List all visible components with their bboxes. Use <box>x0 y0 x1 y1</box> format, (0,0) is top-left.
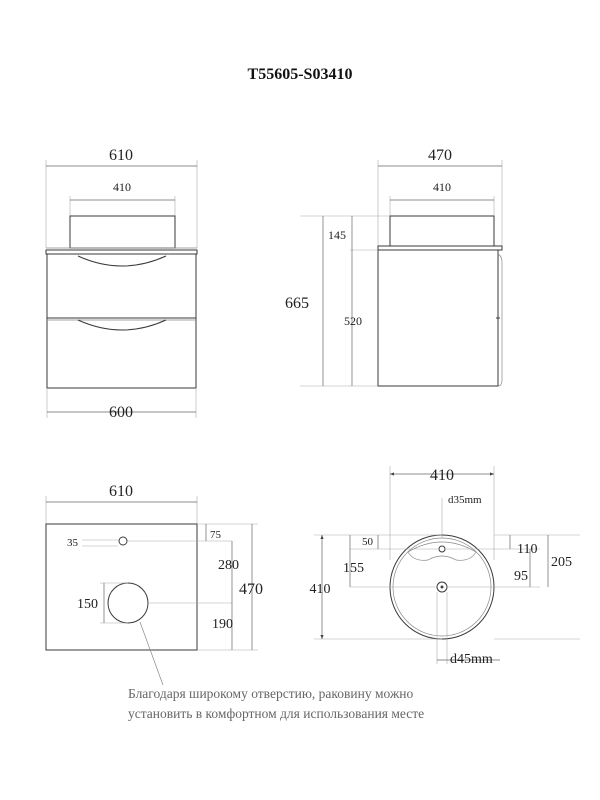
basin-tap-offset-right-label: 110 <box>517 542 537 557</box>
drawing-title: T55605-S03410 <box>248 66 353 83</box>
plan-countertop <box>45 523 198 651</box>
side-basin-depth-label: 410 <box>433 180 451 194</box>
plan-drain-offset-label: 190 <box>212 617 233 632</box>
front-top-width-label: 610 <box>109 147 133 164</box>
top-view: 610 35 150 75 280 470 190 <box>45 483 263 686</box>
basin-tap-to-center-label: 155 <box>343 561 364 576</box>
front-upper-drawer-handle <box>77 255 167 267</box>
note-line-1: Благодаря широкому отверстию, раковину м… <box>128 686 413 701</box>
basin-width-label: 410 <box>430 467 454 484</box>
plan-tap-to-drain-label: 280 <box>218 558 239 573</box>
plan-drain-cutout <box>107 582 149 624</box>
basin-tap-hole-label: d35mm <box>448 494 482 506</box>
front-basin-width-label: 410 <box>113 180 131 194</box>
front-basin <box>69 215 176 249</box>
basin-total-right-label: 205 <box>551 555 572 570</box>
side-top-depth-label: 470 <box>428 147 452 164</box>
basin-tap-deck <box>407 541 477 561</box>
plan-tap-hole <box>118 536 128 546</box>
plan-tap-hole-diameter-label: 35 <box>67 537 79 549</box>
side-cabinet <box>377 249 499 387</box>
note-leader-line <box>139 621 164 686</box>
basin-tap-offset-small-label: 50 <box>362 536 374 548</box>
side-total-height-label: 665 <box>285 295 309 312</box>
front-cabinet-width-label: 600 <box>109 404 133 421</box>
plan-top-width-label: 610 <box>109 483 133 500</box>
plan-tap-offset-label: 75 <box>210 529 222 541</box>
basin-plan: 410 d35mm 410 50 155 110 95 <box>310 466 580 667</box>
side-basin-height-label: 145 <box>328 228 346 242</box>
front-countertop <box>45 249 198 255</box>
front-cabinet <box>46 253 197 389</box>
basin-center-offset-right-label: 95 <box>514 569 528 584</box>
front-lower-drawer-handle <box>77 319 167 331</box>
basin-depth-label: 410 <box>310 582 331 597</box>
note-line-2: установить в комфортном для использовани… <box>128 706 424 721</box>
front-view: 610 410 600 <box>45 147 198 421</box>
plan-depth-label: 470 <box>239 581 263 598</box>
side-basin <box>389 215 495 247</box>
basin-drain-label: d45mm <box>450 652 493 667</box>
side-cabinet-height-label: 520 <box>344 314 362 328</box>
side-view: 470 410 665 145 520 <box>285 147 503 387</box>
basin-tap-hole <box>438 545 446 553</box>
side-countertop <box>377 245 503 251</box>
plan-drain-diameter-label: 150 <box>77 597 98 612</box>
